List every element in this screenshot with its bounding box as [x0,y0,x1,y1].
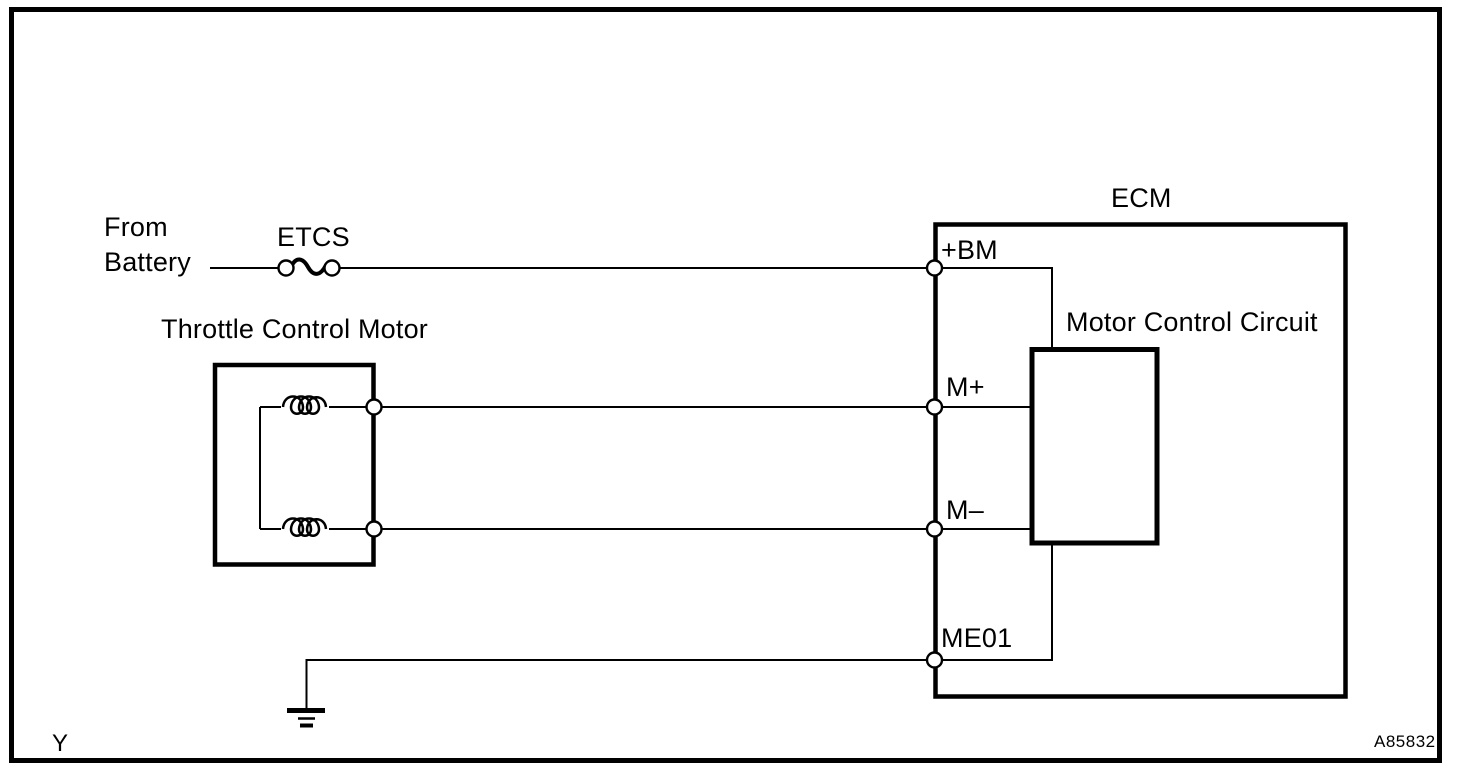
terminal-me01-circle [925,651,944,669]
bm-wire [934,267,1053,349]
fuse-label: ETCS [277,222,350,252]
fuse-right-terminal-circle [323,259,341,277]
fuse-symbol [277,257,341,277]
motor-control-circuit-box [1029,347,1160,546]
ecm-box [933,222,1348,699]
from-battery-line1: From [104,212,168,242]
terminal-m-minus-circle [925,520,944,538]
from-battery-label: From Battery [104,210,191,280]
ground-symbol [287,708,325,728]
figure-id: A85832 [1374,732,1436,751]
throttle-control-motor-box [212,362,376,567]
motor-terminal-top-circle [365,398,383,416]
coil-winding-bottom-icon [281,517,328,537]
motor-control-circuit-label: Motor Control Circuit [1066,307,1318,337]
page-border [9,7,1442,763]
coil-winding-top-icon [281,395,328,415]
fuse-wave-element [289,257,328,276]
ecm-title: ECM [1111,183,1172,213]
from-battery-line2: Battery [104,247,191,277]
page-marker: Y [52,730,69,757]
terminal-bm-label: +BM [941,235,998,265]
ground-wire [305,659,934,708]
terminal-m-plus-circle [925,398,944,416]
terminal-m-plus-label: M+ [946,372,985,402]
motor-terminal-bottom-circle [365,520,383,538]
terminal-m-minus-label: M– [946,495,984,525]
me01-wire [934,543,1053,661]
terminal-bm-circle [925,259,944,277]
fuse-left-terminal-circle [277,259,295,277]
terminal-me01-label: ME01 [941,623,1013,653]
throttle-control-motor-title: Throttle Control Motor [161,314,428,344]
